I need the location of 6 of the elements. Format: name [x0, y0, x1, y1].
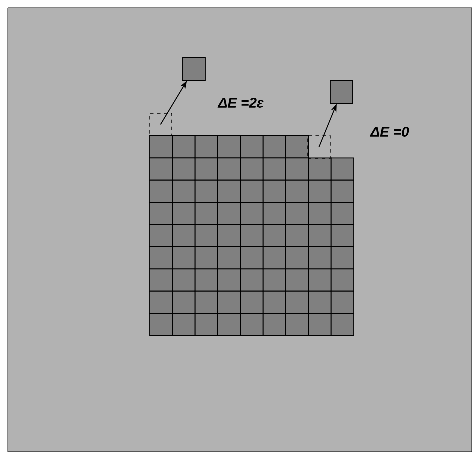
atom-square — [182, 58, 206, 81]
energy-label: ΔE =2ε — [218, 98, 264, 108]
atom-square — [330, 80, 354, 104]
energy-label: ΔE =0 — [370, 127, 410, 137]
vacancy-square — [149, 113, 172, 136]
vacancy-square — [308, 136, 331, 159]
